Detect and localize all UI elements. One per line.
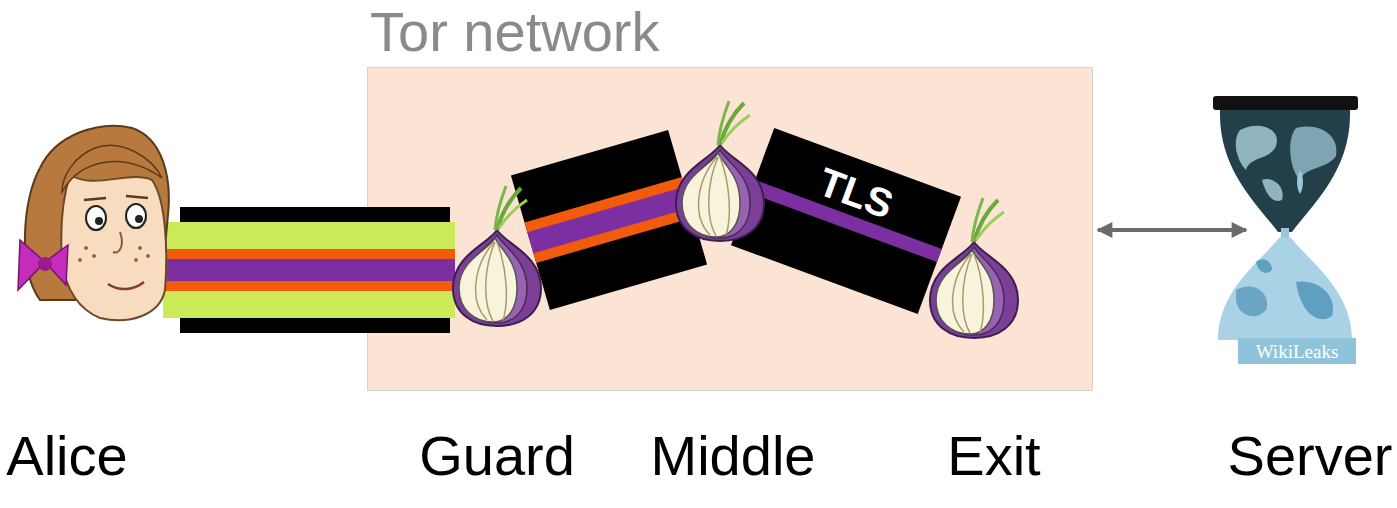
logo-top-globe (1220, 110, 1350, 232)
freckles (78, 246, 150, 262)
double-arrow (1098, 230, 1246, 231)
figure-box: Guard (455, 185, 540, 325)
tunnel-layer (530, 197, 687, 243)
hair-bow (18, 240, 68, 290)
tunnel-layer (753, 187, 940, 256)
group-title: Tor network (370, 4, 659, 60)
continent (1262, 179, 1283, 201)
arrow-line (1098, 228, 1246, 232)
tunnel-layer (163, 222, 455, 318)
continent (1296, 281, 1333, 319)
tunnel-layer (530, 197, 687, 243)
logo-cap (1213, 96, 1358, 110)
nose (113, 232, 122, 253)
continent (1256, 259, 1272, 273)
pupil (135, 215, 143, 223)
network-band: Tor networkGuardMiddleExit (368, 68, 1092, 390)
encrypted-tunnel (753, 187, 940, 256)
node-label: Server (1110, 428, 1397, 484)
tunnel-layer (165, 259, 455, 281)
continent (1290, 126, 1336, 180)
node-label: Middle (533, 428, 933, 484)
eyebrows (84, 196, 148, 200)
hair (25, 126, 169, 300)
logo-wordmark: WikiLeaks (1197, 342, 1397, 361)
node-label: Exit (794, 428, 1194, 484)
eye (86, 206, 106, 230)
tunnel-layer (530, 197, 687, 243)
tunnel-layer (753, 187, 940, 256)
logo-bottom-globe (1218, 238, 1352, 340)
mouth (108, 282, 144, 289)
figure-box: Exit (930, 185, 1018, 340)
node-label: Guard (297, 428, 697, 484)
pupil (95, 217, 103, 225)
eye (126, 204, 146, 228)
figure-box: Server (1250, 95, 1370, 365)
figure-box: Alice (20, 130, 165, 320)
continent (1236, 286, 1267, 316)
logo-label-band (1238, 338, 1356, 364)
node-label: Alice (0, 428, 267, 484)
figure-box: Middle (678, 128, 762, 245)
encrypted-tunnel (530, 197, 687, 243)
alice-figure (18, 126, 169, 320)
logo-drip (1297, 170, 1303, 194)
wikileaks-logo (1213, 96, 1358, 364)
encrypted-tunnel (163, 270, 455, 271)
hair-bangs (62, 145, 162, 192)
logo-drip (1280, 228, 1290, 268)
tunnel-layer (165, 249, 455, 291)
face (61, 175, 166, 320)
continent (1236, 126, 1277, 170)
